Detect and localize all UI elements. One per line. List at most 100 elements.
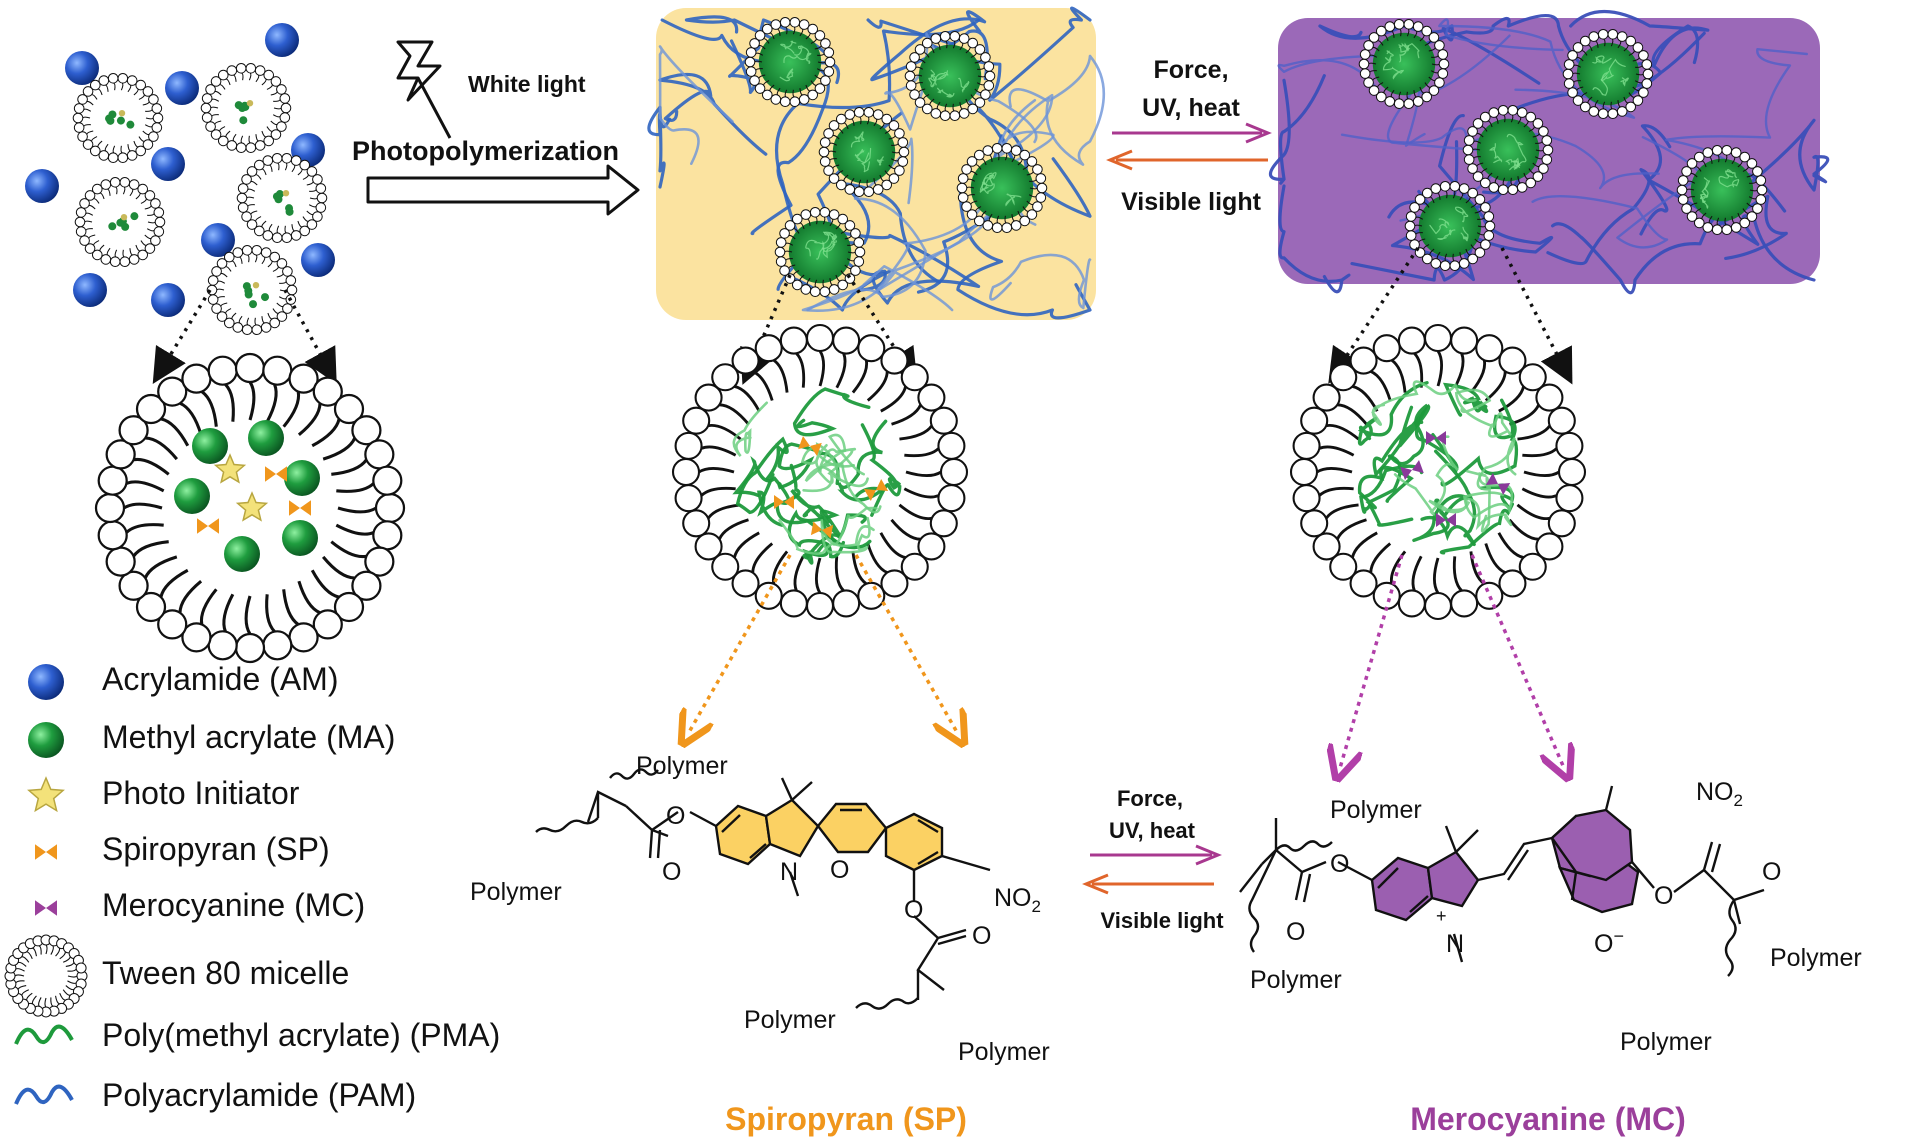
sp-polymer-left: Polymer [470,878,562,906]
mc-ester-o: O [1330,850,1349,878]
micelle-core-chains [1592,55,1630,96]
spiropyran-bowtie-icon [197,518,219,534]
polymer-micelle [1404,180,1496,272]
sp-polymer-top: Polymer [636,752,728,780]
sp-ring-o: O [830,856,849,884]
top-forward-arrow [1112,122,1272,144]
micelle-core-chains [1699,169,1740,209]
methyl-acrylate-sphere [282,520,318,556]
pma-chains [732,387,902,565]
photo-initiator-star-icon [235,491,269,522]
monomer-micelle [72,72,164,164]
legend-label: Merocyanine (MC) [102,887,365,923]
micelle-shell [94,352,406,664]
blue-wave-icon [14,1084,74,1105]
micelle-shell [744,16,836,108]
legend-swatch [27,776,65,813]
enlarged-mc-micelle [1289,323,1587,621]
sp-nitro: NO2 [994,884,1041,916]
legend-swatch [35,900,57,916]
acrylamide-sphere [301,243,335,277]
methyl-acrylate-sphere [248,420,284,456]
legend-label: Poly(methyl acrylate) (PMA) [102,1017,500,1053]
acrylamide-sphere [25,169,59,203]
micelle-core-chains [1488,133,1527,171]
top-reverse-arrow [1106,149,1268,171]
lightning-bolt-icon [396,40,452,139]
mc-plus: + [1436,906,1447,926]
methyl-acrylate-sphere [192,428,228,464]
micelle-shell [72,72,164,164]
spiropyran-bowtie-icon [863,478,889,502]
micelle-shell [1462,104,1554,196]
zoom-arrows-left [152,289,337,385]
micelle-shell [200,62,292,154]
sp-lower-o: O [904,896,923,924]
legend-label: Methyl acrylate (MA) [102,719,395,755]
polymer-micelle [956,142,1048,234]
mc-title: Merocyanine (MC) [1410,1101,1686,1137]
legend-item: Polyacrylamide (PAM) [14,1077,416,1113]
mc-n: N [1446,930,1464,958]
monomer-micelle-mixture [25,23,335,336]
merocyanine-structure [1239,785,1765,977]
legend-swatch [35,844,57,860]
micelle-core-chains [1429,206,1469,242]
bottom-forward-label-line2: UV, heat [1109,818,1196,843]
green-wave-icon [14,1024,74,1045]
top-forward-label-line1: Force, [1153,56,1228,84]
micelle-shell [1676,144,1768,236]
micelle-core-chains [805,231,838,260]
acrylamide-sphere [165,71,199,105]
bottom-forward-label-line1: Force, [1117,786,1183,811]
micelle-shell [818,106,910,198]
spiropyran-structure [535,768,991,1010]
legend-label: Spiropyran (SP) [102,831,330,867]
spiropyran-labels: Polymer Polymer O O N O NO2 O O Polymer … [470,752,1050,1066]
merocyanine-bowtie-icon [1485,472,1511,496]
bottom-forward-arrow [1090,844,1222,866]
methyl-acrylate-sphere [174,478,210,514]
polymer-micelle [1462,104,1554,196]
spiropyran-bowtie-icon [810,521,834,539]
mc-carbonyl-o: O [1286,918,1305,946]
merocyanine-bowtie-icon [1436,513,1456,527]
orange-bowtie-icon [35,844,57,860]
legend-label: Photo Initiator [102,775,300,811]
bottom-reverse-label: Visible light [1100,908,1224,933]
photopolymerization-arrow [366,164,640,216]
sp-polymer-bottom-right: Polymer [958,1038,1050,1066]
pma-chains [1357,381,1519,555]
mc-lower-o: O [1654,882,1673,910]
micelle-shell [774,206,866,298]
micelle-shell [1404,180,1496,272]
acrylamide-sphere [151,283,185,317]
photopolymerization-label: Photopolymerization [352,136,619,166]
sp-title: Spiropyran (SP) [725,1101,967,1137]
polymer-micelle [818,106,910,198]
micelle-shell [671,323,969,621]
micelle-shell [1358,18,1450,110]
enlarged-sp-micelle [671,323,969,621]
white-light-label: White light [468,71,586,97]
methyl-acrylate-sphere [224,536,260,572]
zoom-arrows-mc [1328,247,1573,385]
spiropyran-bowtie-icon [798,436,822,456]
sp-box-micelles [744,16,1048,298]
micelle-shell [1562,28,1654,120]
mc-polymer-left: Polymer [1250,966,1342,994]
legend-item: Photo Initiator [27,775,300,813]
acrylamide-sphere [151,147,185,181]
polymer-micelle [1562,28,1654,120]
blue-sphere-icon [28,664,64,700]
acrylamide-sphere [65,51,99,85]
merocyanine-labels: Polymer O O Polymer N + NO2 O− O O Polym… [1250,778,1862,1056]
purple-bowtie-icon [35,900,57,916]
sp-polymer-bottom-left: Polymer [744,1006,836,1034]
legend-item: Spiropyran (SP) [35,831,330,867]
mc-lower-carbonyl-o: O [1762,858,1781,886]
legend-label: Polyacrylamide (PAM) [102,1077,416,1113]
legend-swatch [4,934,88,1018]
legend-item: Merocyanine (MC) [35,887,365,923]
spiropyran-bowtie-icon [265,466,287,482]
